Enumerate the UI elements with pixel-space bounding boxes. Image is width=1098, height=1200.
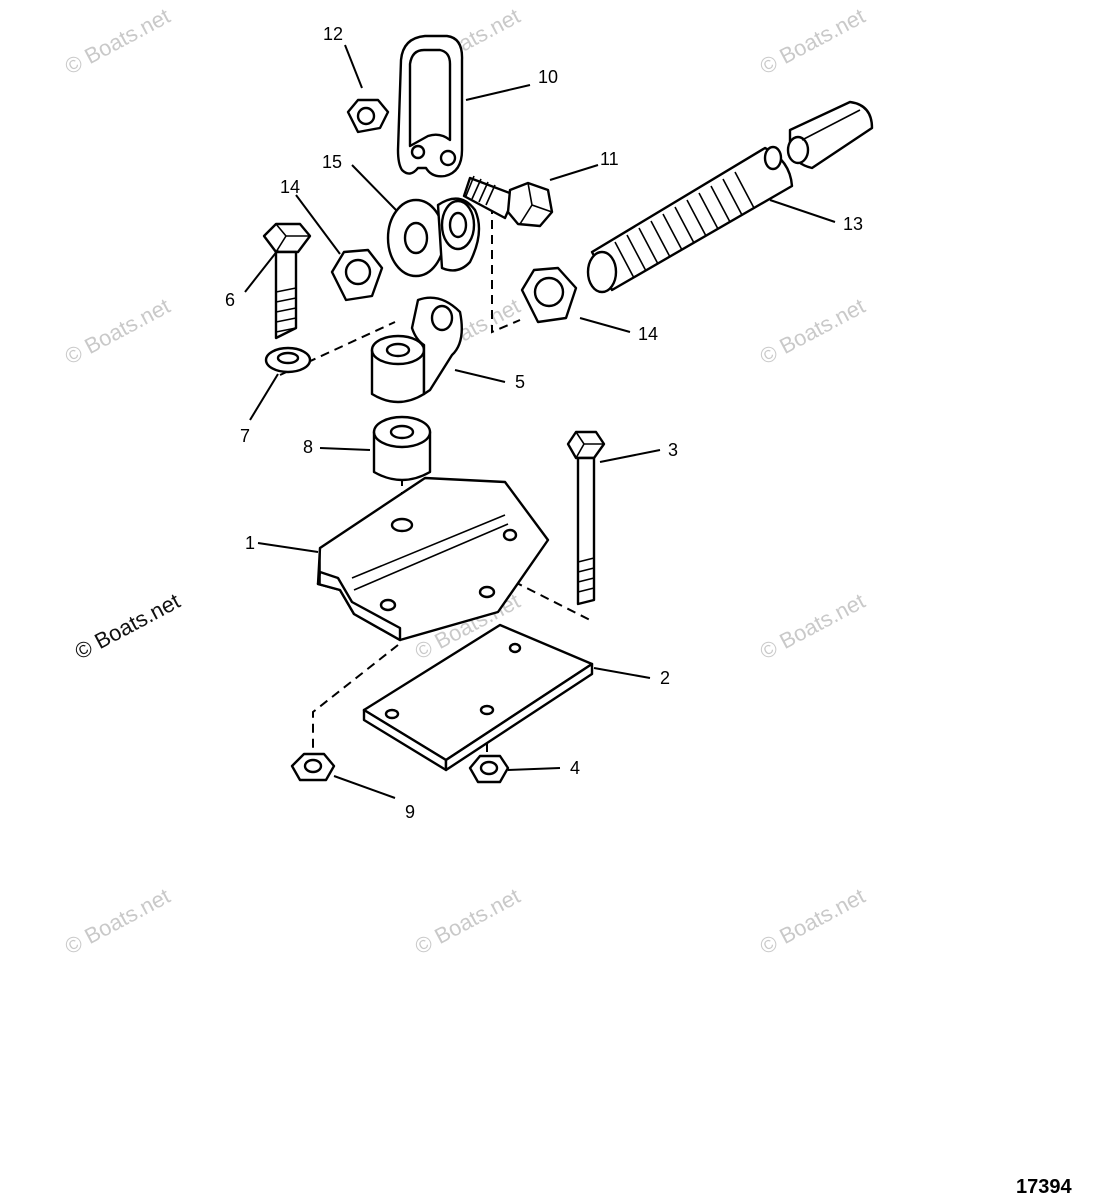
part-bolt-3	[566, 430, 606, 606]
part-nut-14-right	[520, 266, 578, 324]
callout-2: 2	[660, 668, 670, 688]
part-clevis	[396, 34, 464, 178]
part-washers-15	[386, 197, 481, 278]
part-bolt-11	[462, 175, 554, 228]
watermark: © Boats.net	[756, 883, 870, 959]
callout-12: 12	[323, 24, 343, 44]
watermark: © Boats.net	[61, 3, 175, 79]
callout-8: 8	[303, 437, 313, 457]
callout-5: 5	[515, 372, 525, 392]
watermark: © Boats.net	[756, 293, 870, 369]
callout-7: 7	[240, 426, 250, 446]
part-washer-7	[264, 346, 312, 374]
callout-10: 10	[538, 67, 558, 87]
callout-6: 6	[225, 290, 235, 310]
watermark: © Boats.net	[756, 588, 870, 664]
watermark: © Boats.net	[71, 588, 185, 664]
callout-3: 3	[668, 440, 678, 460]
callout-labels: 1 2 3 4 5 6 7 8 9 10 11 12 13 14 14 15	[225, 24, 863, 822]
part-nut-4	[468, 754, 510, 784]
part-nut-14-left	[330, 248, 384, 302]
part-mount-plate-1	[316, 476, 550, 642]
watermark: © Boats.net	[756, 3, 870, 79]
part-backing-plate-2	[362, 623, 594, 772]
callout-4: 4	[570, 758, 580, 778]
part-spacer-8	[372, 415, 432, 482]
part-bolt-6	[262, 222, 312, 340]
watermark: © Boats.net	[411, 883, 525, 959]
watermark: © Boats.net	[61, 883, 175, 959]
callout-1: 1	[245, 533, 255, 553]
part-nut-12	[346, 98, 390, 134]
callout-11: 11	[600, 149, 619, 169]
part-threaded-rod-13	[586, 100, 874, 294]
callout-9: 9	[405, 802, 415, 822]
callout-14-right: 14	[638, 324, 658, 344]
part-nut-9	[290, 752, 336, 782]
callout-14-left: 14	[280, 177, 300, 197]
callout-13: 13	[843, 214, 863, 234]
part-bushing-5	[370, 296, 463, 404]
figure-number: 17394	[1016, 1176, 1072, 1198]
leader-lines	[244, 44, 836, 799]
watermark: © Boats.net	[61, 293, 175, 369]
callout-15: 15	[322, 152, 342, 172]
